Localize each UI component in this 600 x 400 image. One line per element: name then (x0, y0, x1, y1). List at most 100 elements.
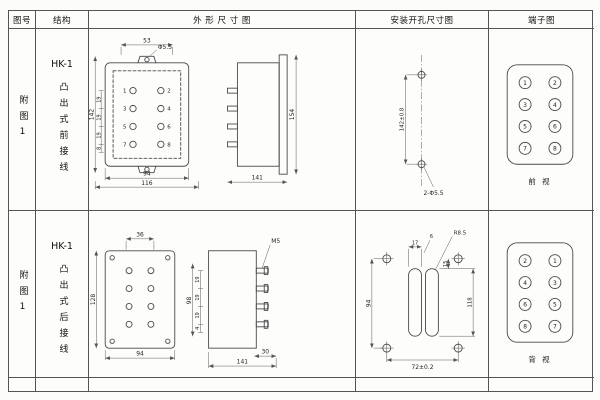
dim-label-118: 118 (468, 297, 474, 308)
dim-label-36: 36 (136, 231, 144, 238)
row1-outline-drawing: 53 Φ5.5 142 19 19 19 8 94 116 154 141 1 … (89, 37, 298, 190)
row1-mounting-drawing: 142±0.8 2-Φ5.5 (400, 54, 444, 197)
row1-fig-cell: 附图1 (9, 29, 36, 211)
footer-cell (36, 378, 89, 391)
dim-label-94: 94 (365, 299, 372, 307)
terminal-number: 8 (523, 323, 527, 330)
model-label: HK-1 (51, 241, 73, 252)
row1-terminal-diagram: 1 2 3 4 5 6 7 8 前 视 (506, 64, 574, 186)
side-view (227, 54, 288, 175)
terminal-number: 1 (523, 80, 527, 87)
dim-label-142: 142 (89, 109, 96, 121)
row2-structure-cell: HK-1 凸出式后接线 (36, 211, 89, 378)
side-view (208, 250, 269, 349)
terminal-number: 4 (167, 107, 171, 113)
pitch-label: 19 (97, 114, 103, 120)
dimension-lines (369, 236, 476, 362)
footer-cell (9, 378, 36, 391)
row1-terminal-cell: 1 2 3 4 5 6 7 8 前 视 (489, 29, 594, 211)
mounting-holes (415, 69, 428, 170)
dim-label-53: 53 (143, 37, 151, 44)
pitch-label: 19 (97, 132, 103, 138)
header-structure: 结构 (36, 11, 89, 29)
model-label: HK-1 (51, 59, 73, 70)
header-mounting: 安装开孔尺寸图 (356, 11, 489, 29)
screw-holes (380, 252, 465, 355)
terminal-number: 2 (553, 80, 557, 87)
row1-structure-cell: HK-1 凸出式前接线 (36, 29, 89, 211)
row1-outline-cell: 53 Φ5.5 142 19 19 19 8 94 116 154 141 1 … (89, 29, 356, 211)
terminal-number: 7 (523, 146, 527, 153)
header-fig-no: 图号 (9, 11, 36, 29)
footer-cell (489, 378, 594, 391)
dim-label-116: 116 (141, 180, 153, 187)
dim-label-141: 141 (237, 359, 249, 366)
slot-cutouts (408, 268, 439, 337)
view-label: 前 视 (528, 176, 551, 186)
dimension-lines (93, 43, 298, 190)
dim-label-span: 142±0.8 (400, 107, 406, 131)
header-terminal: 端子图 (489, 11, 594, 29)
terminal-number: 5 (123, 124, 126, 130)
row2-outline-cell: 36 128 94 M5 98 19 19 19 4 30 141 (89, 211, 356, 378)
figure-number: 附图1 (17, 95, 28, 144)
structure-desc: 凸出式后接线 (57, 264, 68, 360)
structure-desc: 凸出式前接线 (57, 82, 68, 178)
pitch-label: 19 (195, 312, 201, 318)
terminal-number: 3 (123, 107, 127, 113)
terminal-number: 3 (553, 280, 557, 287)
terminal-number: 5 (523, 124, 527, 131)
dim-label-17: 17 (412, 240, 418, 246)
row2-fig-cell: 附图1 (9, 211, 36, 378)
dim-label-30: 30 (261, 349, 269, 356)
dimension-lines (403, 74, 434, 188)
stud-label-m5: M5 (271, 238, 280, 245)
dim-label-72: 72±0.2 (412, 364, 434, 371)
dim-label-15: 15 (443, 261, 449, 267)
terminal-number: 5 (553, 302, 557, 309)
terminal-grid (506, 242, 574, 343)
dim-label-94: 94 (136, 351, 144, 358)
dim-label-141: 141 (252, 175, 264, 182)
row2-mounting-drawing: 17 6 15 R8.5 94 118 72±0.2 (365, 230, 476, 371)
holes-label: 2-Φ5.5 (423, 190, 443, 197)
footer-cell (356, 378, 489, 391)
terminal-number: 4 (553, 102, 557, 109)
row2-terminal-diagram: 2 1 4 3 6 5 8 7 背 视 (506, 242, 574, 364)
terminal-number: 1 (553, 258, 557, 265)
terminal-number: 6 (167, 124, 171, 130)
dim-label-128: 128 (90, 294, 97, 306)
terminal-number: 1 (123, 89, 126, 95)
dimension-lines (94, 236, 277, 369)
front-view (104, 55, 190, 174)
dim-label-8: 8 (97, 147, 103, 150)
dim-label-hole: Φ5.5 (158, 44, 172, 51)
dim-label-154: 154 (289, 109, 296, 121)
header-outline: 外 形 尺 寸 图 (89, 11, 356, 29)
terminal-number: 3 (523, 102, 527, 109)
view-label: 背 视 (528, 354, 551, 364)
figure-number: 附图1 (17, 269, 28, 319)
terminal-number: 8 (167, 142, 171, 148)
dimension-table: 图号 结构 外 形 尺 寸 图 安装开孔尺寸图 端子图 附图1 HK-1 凸出式… (8, 10, 594, 392)
terminal-number: 6 (523, 302, 527, 309)
row2-mounting-cell: 17 6 15 R8.5 94 118 72±0.2 (356, 211, 489, 378)
pitch-label: 19 (195, 276, 201, 282)
dim-label-4: 4 (195, 327, 201, 330)
rear-view (104, 250, 176, 349)
terminal-number: 8 (553, 146, 557, 153)
terminal-number: 4 (523, 280, 527, 287)
radius-label: R8.5 (454, 230, 466, 236)
footer-cell (89, 378, 356, 391)
row1-mounting-cell: 142±0.8 2-Φ5.5 (356, 29, 489, 211)
row2-outline-drawing: 36 128 94 M5 98 19 19 19 4 30 141 (90, 231, 280, 369)
terminal-number: 2 (167, 89, 170, 95)
pitch-label: 19 (195, 294, 201, 300)
row2-terminal-cell: 2 1 4 3 6 5 8 7 背 视 (489, 211, 594, 378)
terminal-grid (506, 64, 574, 165)
terminal-number: 2 (523, 258, 527, 265)
dim-label-94: 94 (143, 171, 151, 178)
terminal-number: 7 (123, 142, 126, 148)
terminal-number: 6 (553, 124, 557, 131)
